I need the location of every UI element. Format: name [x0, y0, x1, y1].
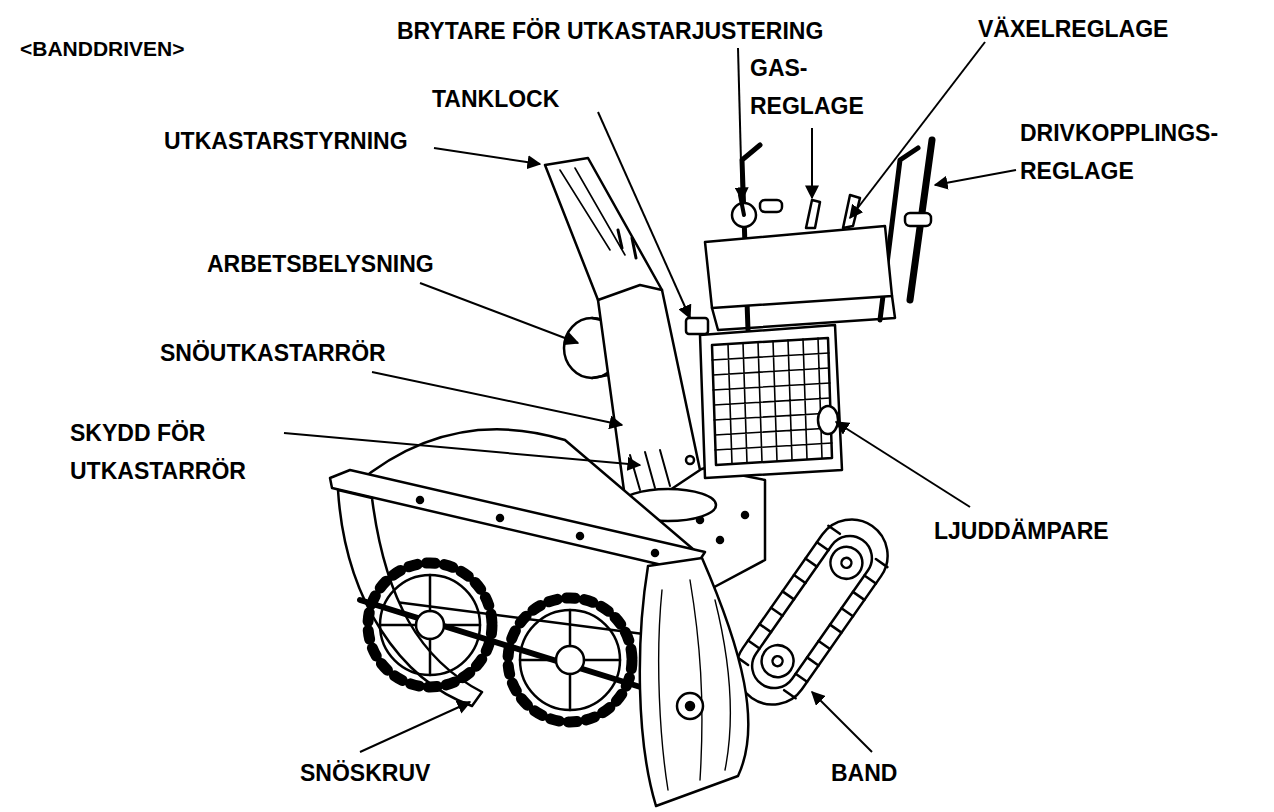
handlebar	[806, 200, 820, 228]
handlebar	[760, 200, 782, 212]
track	[824, 541, 869, 586]
side-plate	[686, 702, 694, 710]
auger	[416, 611, 444, 639]
leader-line	[420, 283, 578, 343]
part-label: TANKLOCK	[432, 80, 559, 118]
leader-line	[811, 128, 813, 198]
leader-line	[836, 422, 970, 507]
leader-line	[850, 42, 985, 218]
discharge-chute	[630, 450, 670, 490]
frame	[717, 537, 723, 543]
part-label: BAND	[831, 754, 897, 792]
auger	[508, 598, 632, 722]
auger-housing	[577, 533, 583, 539]
auger	[556, 646, 584, 674]
part-label: SKYDD FÖR UTKASTARRÖR	[70, 414, 270, 490]
frame	[742, 512, 748, 518]
part-label: SNÖUTKASTARRÖR	[160, 334, 386, 372]
handlebar	[712, 296, 895, 330]
leader-line	[434, 148, 540, 164]
auger	[360, 563, 650, 722]
engine	[712, 338, 832, 464]
side-plate	[640, 558, 749, 806]
track	[839, 556, 853, 570]
part-label: VÄXELREGLAGE	[978, 10, 1168, 48]
part-label: SNÖSKRUV	[300, 754, 430, 792]
discharge-chute	[560, 168, 625, 255]
leader-line	[360, 702, 470, 752]
part-label: UTKASTARSTYRNING	[164, 122, 408, 160]
auger	[380, 575, 480, 675]
leader-line	[598, 112, 690, 318]
auger	[520, 610, 620, 710]
snowblower-illustration	[330, 140, 932, 806]
auger-housing	[417, 497, 423, 503]
engine	[700, 325, 842, 478]
engine	[686, 318, 842, 478]
auger-housing	[652, 550, 658, 556]
diagram-title: <BANDDRIVEN>	[20, 30, 185, 68]
auger	[520, 610, 620, 710]
leader-line	[738, 48, 742, 200]
auger	[380, 575, 480, 675]
engine	[818, 406, 838, 434]
track	[755, 639, 800, 684]
leader-line	[284, 433, 640, 465]
part-label: BRYTARE FÖR UTKASTARJUSTERING	[397, 12, 823, 50]
part-label: DRIVKOPPLINGS- REGLAGE	[1020, 114, 1250, 190]
side-plate	[659, 580, 731, 790]
handlebar	[843, 195, 860, 228]
side-plate	[677, 693, 703, 719]
discharge-chute	[598, 285, 662, 300]
auger-housing	[330, 470, 705, 572]
auger-housing	[497, 515, 503, 521]
side-plate	[640, 558, 749, 806]
leader-line	[935, 170, 1016, 185]
handlebar	[705, 226, 892, 308]
handlebar	[705, 140, 932, 330]
discharge-chute	[618, 230, 636, 258]
handlebar	[905, 213, 931, 226]
part-label: LJUDDÄMPARE	[934, 512, 1109, 550]
auger	[368, 563, 492, 687]
leader-line	[372, 372, 622, 425]
part-label: ARBETSBELYSNING	[207, 245, 434, 283]
part-label: GAS- REGLAGE	[750, 49, 860, 125]
discharge-chute	[686, 456, 694, 464]
engine	[712, 338, 832, 465]
leader-line	[812, 692, 872, 752]
track	[771, 654, 785, 668]
engine	[686, 318, 708, 334]
